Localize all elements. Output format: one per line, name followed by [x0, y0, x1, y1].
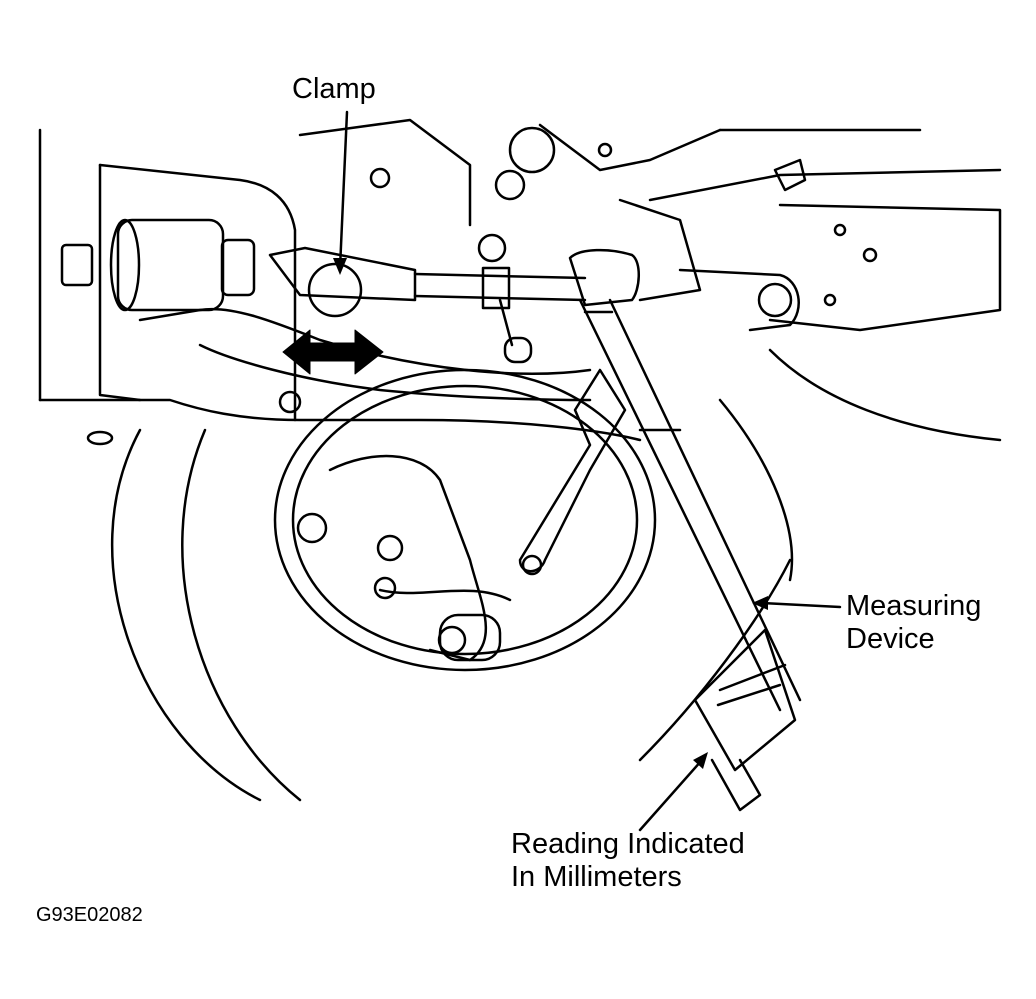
measuring-device-leader-line	[760, 601, 842, 609]
gauge-mount-bracket	[618, 198, 800, 332]
measuring-device	[268, 246, 802, 812]
reading-label-line-2: In Millimeters	[511, 861, 682, 893]
steering-knuckle	[328, 454, 512, 662]
leader-lines	[333, 110, 842, 832]
measuring-device-label-line-2: Device	[846, 623, 935, 655]
clamp-label: Clamp	[292, 73, 376, 105]
reading-leader-line	[638, 758, 704, 832]
pivot-bushing-bracket	[38, 128, 297, 446]
wheel-rim	[273, 368, 657, 672]
frame-structure	[298, 118, 1002, 582]
double-arrow-icon	[282, 329, 384, 375]
upper-control-arm	[38, 307, 642, 442]
reading-label-line-1: Reading Indicated	[511, 828, 745, 860]
tire	[110, 428, 792, 802]
measuring-device-label-line-1: Measuring	[846, 590, 982, 622]
clamp-leader-line	[338, 110, 349, 270]
figure-code: G93E02082	[36, 904, 143, 926]
